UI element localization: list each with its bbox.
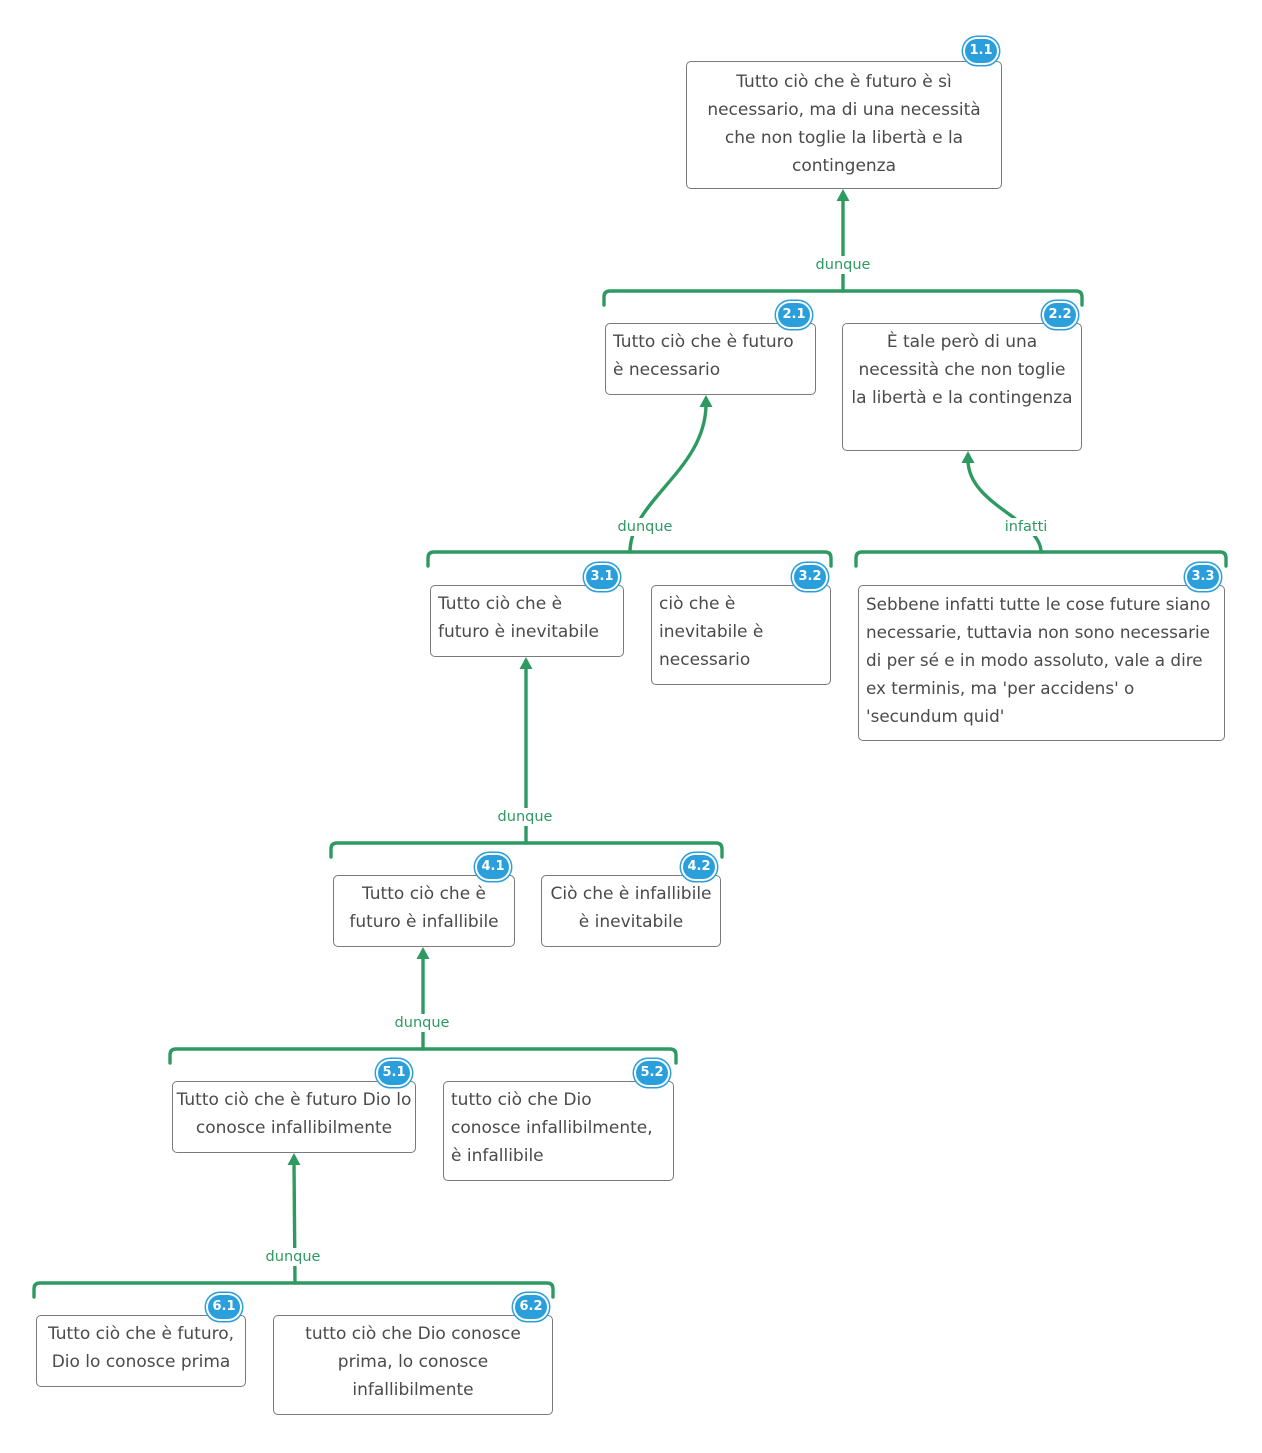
claim-node-1-1[interactable]: Tutto ciò che è futuro è sì necessario, … bbox=[686, 39, 1002, 189]
claim-badge: 4.1 bbox=[477, 855, 509, 879]
claim-node-4-2[interactable]: Ciò che è infallibile è inevitabile 4.2 bbox=[541, 855, 721, 947]
inference-label-dunque-3: dunque bbox=[495, 808, 555, 826]
claim-badge: 3.1 bbox=[586, 565, 618, 589]
inference-label-dunque-5: dunque bbox=[263, 1248, 323, 1266]
claim-node-6-2[interactable]: tutto ciò che Dio conosce prima, lo cono… bbox=[273, 1295, 553, 1415]
claim-text: Tutto ciò che è futuro, Dio lo conosce p… bbox=[47, 1324, 235, 1372]
claim-node-3-1[interactable]: Tutto ciò che è futuro è inevitabile 3.1 bbox=[430, 565, 624, 657]
bracket-3a bbox=[426, 550, 833, 568]
claim-node-5-2[interactable]: tutto ciò che Dio conosce infallibilment… bbox=[443, 1061, 674, 1181]
claim-badge: 4.2 bbox=[683, 855, 715, 879]
claim-node-2-1[interactable]: Tutto ciò che è futuro è necessario 2.1 bbox=[605, 303, 816, 395]
inference-label-dunque-2: dunque bbox=[615, 518, 675, 536]
claim-badge: 5.2 bbox=[636, 1061, 668, 1085]
bracket-3b bbox=[854, 550, 1228, 568]
arrow-3b-to-2-2 bbox=[966, 458, 1043, 554]
claim-badge: 1.1 bbox=[965, 39, 997, 63]
claim-node-3-2[interactable]: ciò che è inevitabile è necessario 3.2 bbox=[651, 565, 831, 685]
bracket-4 bbox=[329, 841, 724, 859]
claim-badge: 5.1 bbox=[378, 1061, 410, 1085]
bracket-5 bbox=[168, 1047, 678, 1065]
claim-node-4-1[interactable]: Tutto ciò che è futuro è infallibile 4.1 bbox=[333, 855, 515, 947]
claim-text: Tutto ciò che è futuro è necessario bbox=[613, 332, 794, 380]
claim-badge: 6.2 bbox=[515, 1295, 547, 1319]
arrowhead-2-1 bbox=[699, 395, 713, 407]
inference-label-dunque-1: dunque bbox=[813, 256, 873, 274]
claim-node-3-3[interactable]: Sebbene infatti tutte le cose future sia… bbox=[858, 565, 1225, 741]
arrowhead-1 bbox=[836, 189, 850, 201]
claim-node-2-2[interactable]: È tale però di una necessità che non tog… bbox=[842, 303, 1082, 451]
arrowhead-2-2 bbox=[961, 451, 975, 463]
claim-node-5-1[interactable]: Tutto ciò che è futuro Dio lo conosce in… bbox=[172, 1061, 416, 1153]
inference-label-infatti: infatti bbox=[1002, 518, 1050, 536]
arrowhead-3-1 bbox=[519, 657, 533, 669]
claim-badge: 3.3 bbox=[1187, 565, 1219, 589]
claim-node-6-1[interactable]: Tutto ciò che è futuro, Dio lo conosce p… bbox=[36, 1295, 246, 1387]
claim-badge: 3.2 bbox=[794, 565, 826, 589]
claim-badge: 6.1 bbox=[208, 1295, 240, 1319]
claim-text: Sebbene infatti tutte le cose future sia… bbox=[866, 594, 1211, 726]
claim-badge: 2.1 bbox=[778, 303, 810, 327]
claim-text: Tutto ciò che è futuro Dio lo conosce in… bbox=[176, 1090, 412, 1138]
arrowhead-4-1 bbox=[416, 947, 430, 959]
claim-text: tutto ciò che Dio conosce prima, lo cono… bbox=[305, 1324, 521, 1400]
arrowhead-5-1 bbox=[287, 1153, 301, 1165]
claim-badge: 2.2 bbox=[1044, 303, 1076, 327]
claim-text: È tale però di una necessità che non tog… bbox=[851, 332, 1073, 408]
claim-text: Tutto ciò che è futuro è sì necessario, … bbox=[707, 72, 981, 176]
inference-label-dunque-4: dunque bbox=[392, 1014, 452, 1032]
claim-text: Ciò che è infallibile è inevitabile bbox=[550, 884, 712, 932]
bracket-2 bbox=[602, 289, 1084, 307]
claim-text: tutto ciò che Dio conosce infallibilment… bbox=[451, 1090, 653, 1166]
claim-text: Tutto ciò che è futuro è inevitabile bbox=[438, 594, 600, 642]
bracket-6 bbox=[32, 1281, 555, 1299]
claim-text: ciò che è inevitabile è necessario bbox=[659, 594, 764, 670]
claim-text: Tutto ciò che è futuro è infallibile bbox=[349, 884, 499, 932]
